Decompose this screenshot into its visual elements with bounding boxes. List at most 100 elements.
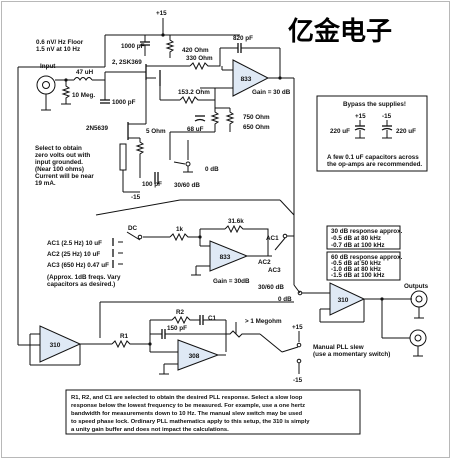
note-line-1: R1, R2, and C1 are selected to obtain th… <box>71 395 303 401</box>
label-c100: 100 pF <box>142 181 162 188</box>
resp30-line-3: -0.7 dB at 100 kHz <box>331 242 385 249</box>
manual-slew-switch-lever[interactable] <box>281 346 299 353</box>
spec-10hz: 1.5 nV at 10 Hz <box>36 46 80 53</box>
label-r153: 153.2 Ohm <box>178 89 210 96</box>
bypass-c220-left: 220 uF <box>330 128 350 135</box>
output-connector-2[interactable] <box>409 329 427 347</box>
resp60-line-2: -0.5 dB at 50 kHz <box>331 260 381 267</box>
resistor-330 <box>189 48 221 71</box>
junction-dot <box>161 33 165 37</box>
note-line-4: to speed phase lock. Ordinary PLL mathem… <box>71 419 310 425</box>
approx-note-2: capacitors as desired.) <box>47 281 115 288</box>
selector-switch-lever[interactable] <box>274 237 286 251</box>
label-gain-2: Gain = 30dB <box>213 278 250 285</box>
note-box <box>65 389 361 435</box>
label-3060-a: 30/60 dB <box>174 182 200 189</box>
resistor-650 <box>210 108 220 132</box>
opamp-3 <box>329 282 366 316</box>
label-0db-b: 0 dB <box>278 296 292 303</box>
note-select-1: Select to obtain <box>35 145 82 152</box>
label-plus15-b: +15 <box>292 324 303 331</box>
bypass-note-1: A few 0.1 uF capacitors across <box>327 154 419 161</box>
resp60-line-3: -1.0 dB at 80 kHz <box>331 266 381 273</box>
wire <box>259 333 283 353</box>
input-connector-pin <box>42 81 50 89</box>
note-select-3: input grounded. <box>35 159 83 166</box>
opamp-1 <box>232 59 270 97</box>
bypass-c220-right: 220 uF <box>396 128 416 135</box>
resistor-10meg <box>61 80 71 104</box>
opamp-5 <box>177 339 220 371</box>
label-r5: 5 Ohm <box>146 128 166 135</box>
label-r1: R1 <box>120 333 129 340</box>
resistor-420 <box>165 35 175 58</box>
output-connector-1[interactable] <box>410 290 428 308</box>
bypass-title: Bypass the supplies! <box>343 101 406 108</box>
note-select-2: zero volts out with <box>35 152 90 159</box>
label-3060-b: 30/60 dB <box>258 284 284 291</box>
note-select-6: 19 mA. <box>35 180 56 187</box>
label-sw-ac1: AC1 <box>266 235 279 242</box>
label-jfet: 2, 2SK369 <box>112 59 142 66</box>
switch-contact <box>137 234 143 240</box>
output-gain-switch-lever[interactable] <box>293 284 301 294</box>
note-line-2: response below the lowest frequency to b… <box>71 403 305 409</box>
resistor-r2 <box>171 315 200 325</box>
label-l47: 47 uH <box>76 69 94 76</box>
opamp-2-label: 833 <box>220 254 231 261</box>
bypass-plus15: +15 <box>355 113 366 120</box>
label-c150: 150 pF <box>167 325 187 332</box>
cap-plate-curved <box>194 118 206 122</box>
input-connector[interactable] <box>36 75 56 95</box>
label-r330: 330 Ohm <box>186 55 213 62</box>
resp30-line-1: 30 dB response approx. <box>331 228 403 235</box>
switch-contact <box>296 342 302 348</box>
label-r31: 31.6k <box>228 218 244 225</box>
wire <box>279 199 295 216</box>
watermark-logo: 亿金电子 <box>288 16 392 47</box>
resistor-1meg <box>226 330 260 338</box>
label-outputs: Outputs <box>404 283 429 290</box>
cap-plate-curved <box>354 127 366 131</box>
connector-pin <box>415 295 423 303</box>
opamp-4 <box>39 325 82 363</box>
manual-note-1: Manual PLL slew <box>313 344 364 351</box>
label-c820: 820 pF <box>233 35 253 42</box>
label-c1000-top: 1000 pF <box>121 43 145 50</box>
switch-contact <box>297 290 303 296</box>
resp60-line-4: -1.5 dB at 100 kHz <box>331 272 385 279</box>
label-2n5639: 2N5639 <box>86 125 109 132</box>
resistor-31k6 <box>224 224 269 256</box>
resistor-r1 <box>111 339 150 349</box>
resp60-line-1: 60 dB response approx. <box>331 254 403 261</box>
label-sw-ac2: AC2 <box>258 259 271 266</box>
label-r420: 420 Ohm <box>182 47 209 54</box>
connector-pin <box>414 334 422 342</box>
coupling-switch-lever[interactable] <box>126 231 141 241</box>
label-0db-a: 0 dB <box>205 166 219 173</box>
potentiometer[interactable] <box>119 143 127 171</box>
note-select-4: (Near 100 ohms) <box>35 166 84 173</box>
approx-note-1: (Approx. 1dB freqs. Vary <box>47 274 121 281</box>
label-ac3: AC3 (650 Hz) 0.47 uF <box>47 262 109 269</box>
switch-contact <box>185 161 191 167</box>
opamp-1-label: 833 <box>241 76 252 83</box>
label-dc: DC <box>128 225 138 232</box>
resistor-153 <box>179 88 216 105</box>
resp30-line-2: -0.5 dB at 80 kHz <box>331 235 381 242</box>
label-m15-b: -15 <box>293 377 303 384</box>
label-r10meg: 10 Meg. <box>72 92 95 99</box>
resp60-box <box>326 251 401 281</box>
label-ac1: AC1 (2.5 Hz) 10 uF <box>47 240 102 247</box>
label-r1k: 1k <box>176 226 184 233</box>
switch-contact <box>296 358 302 364</box>
note-select-5: Current will be near <box>35 173 94 180</box>
label-m15-a: -15 <box>131 194 141 201</box>
gain-switch-lever[interactable] <box>173 161 186 165</box>
note-line-3: bandwidth for measurements down to 10 Hz… <box>71 411 302 417</box>
resp30-box <box>326 225 401 250</box>
label-gt1meg: > 1 Megohm <box>245 318 282 325</box>
opamp-2 <box>209 240 249 272</box>
label-r2: R2 <box>176 309 185 316</box>
